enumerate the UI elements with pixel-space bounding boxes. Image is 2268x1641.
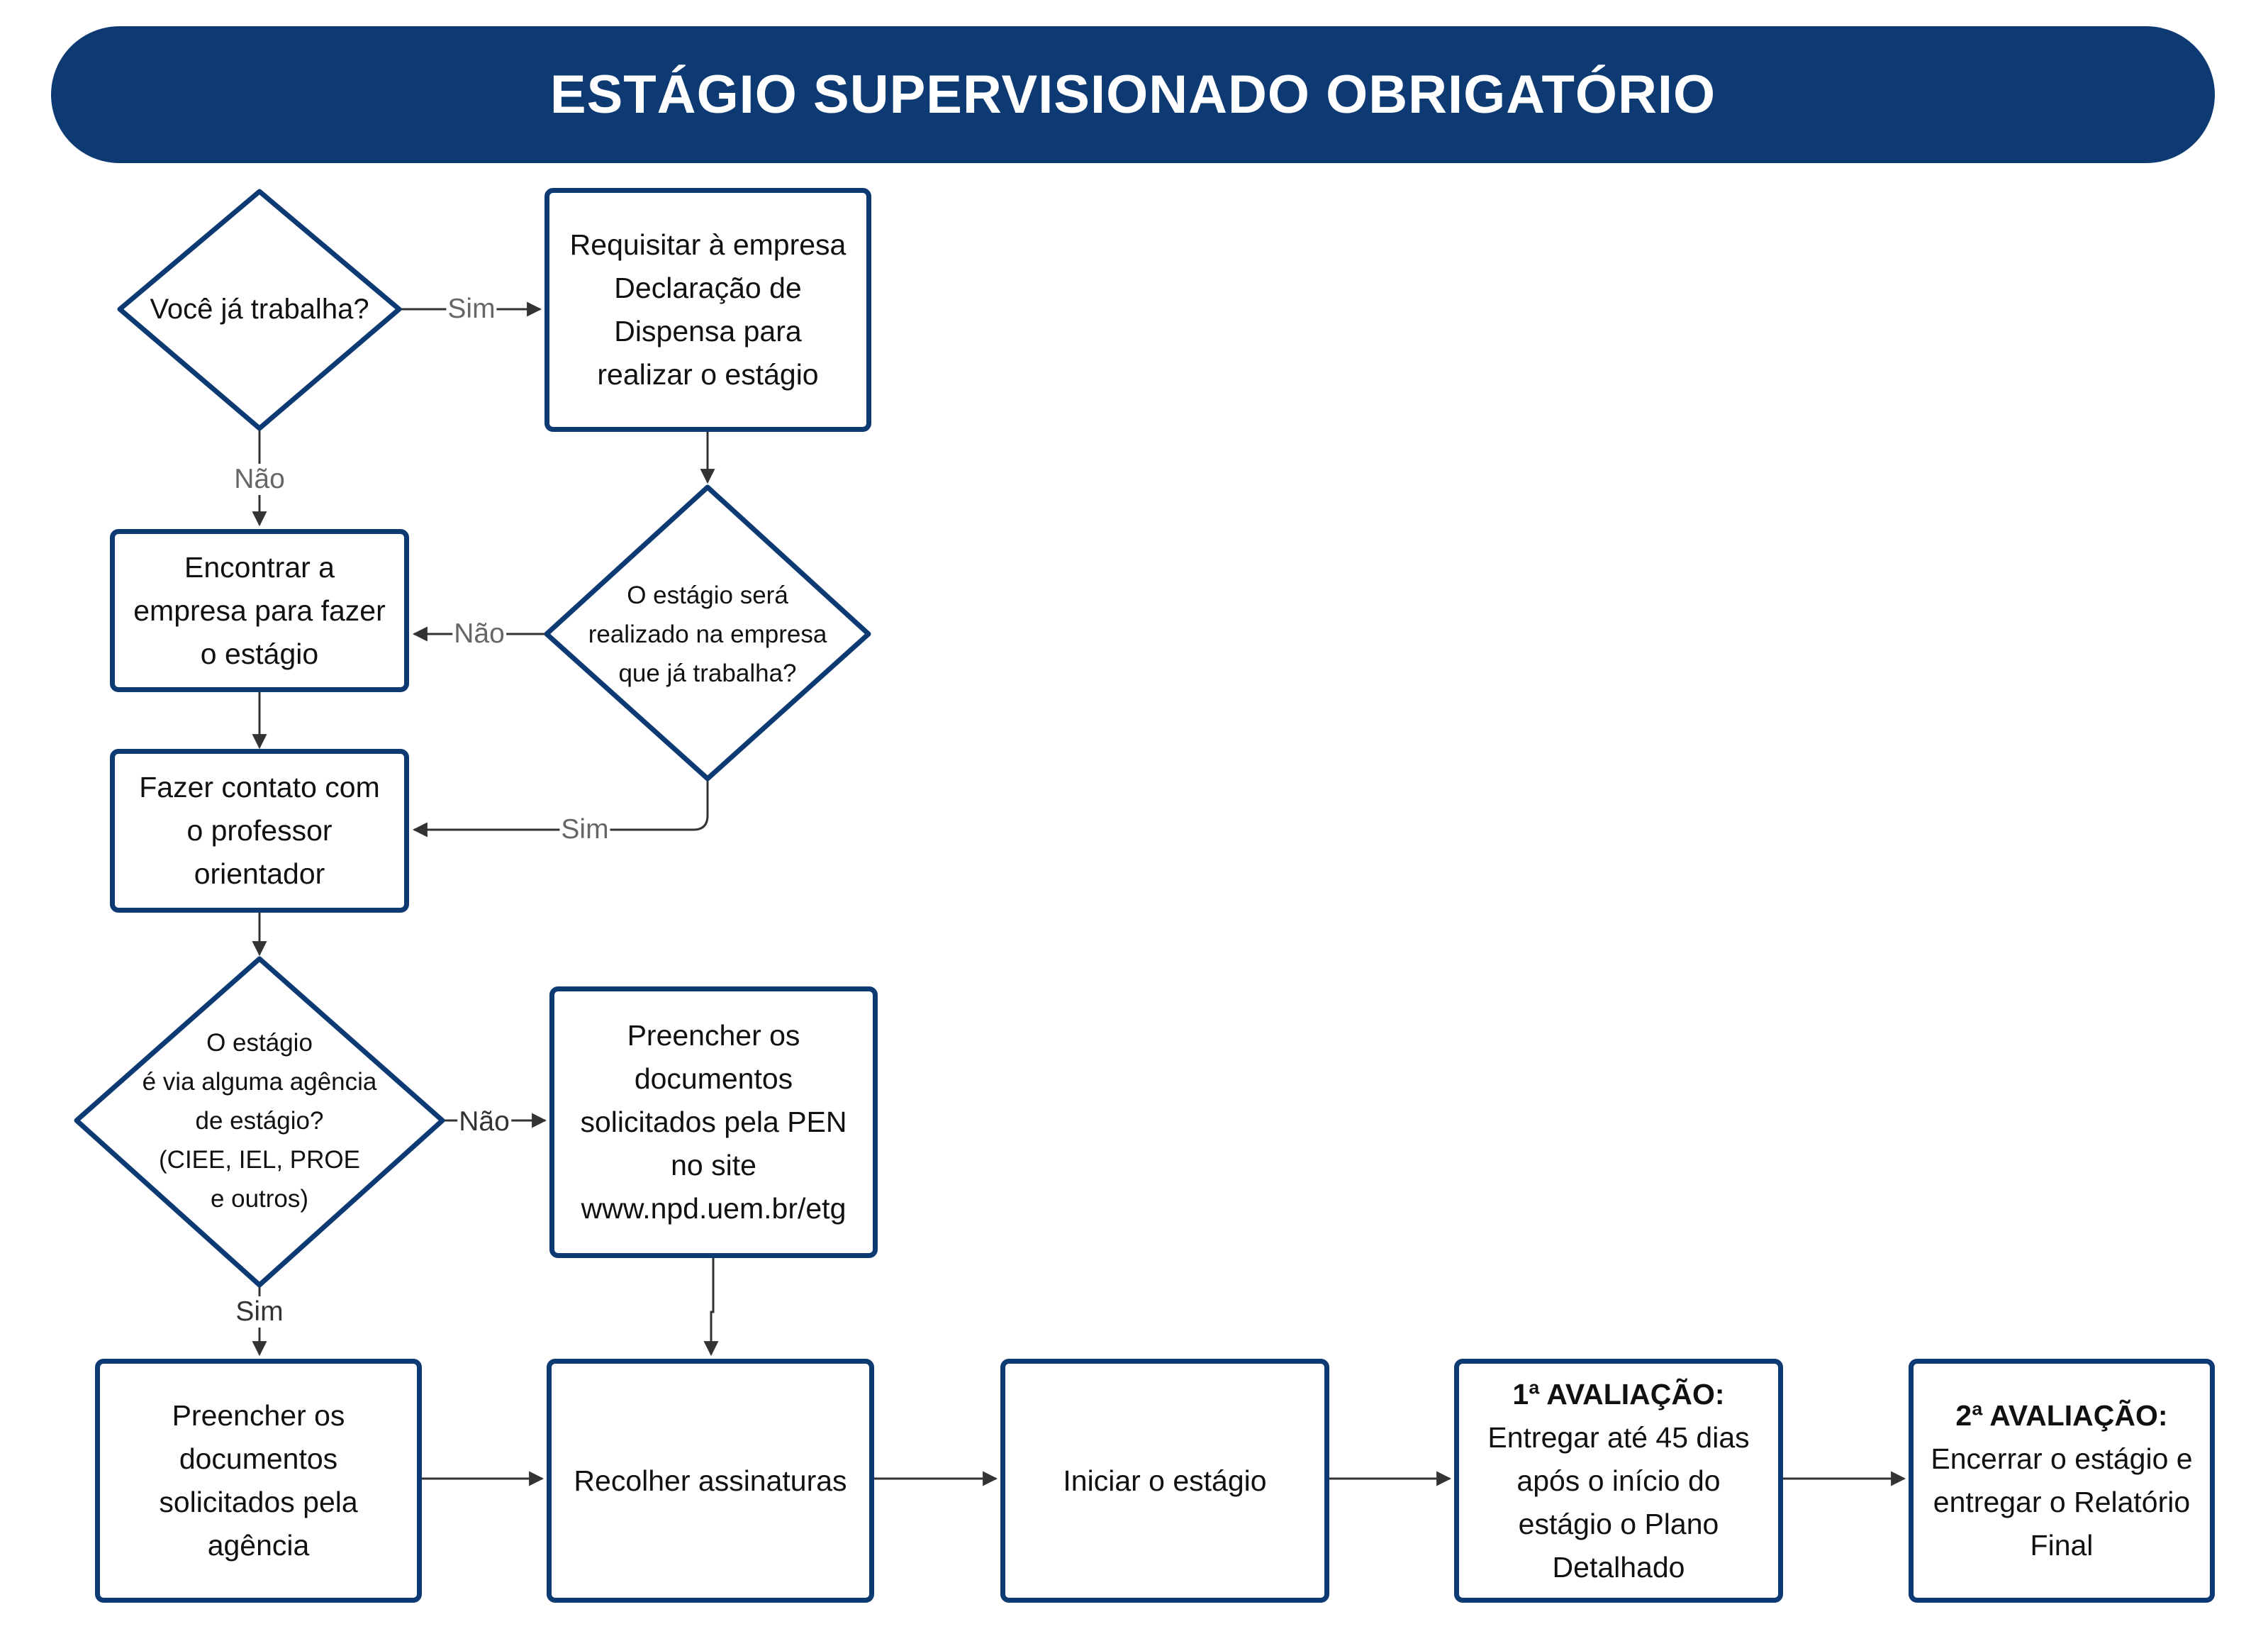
page-title: ESTÁGIO SUPERVISIONADO OBRIGATÓRIO: [51, 26, 2215, 163]
title-text: ESTÁGIO SUPERVISIONADO OBRIGATÓRIO: [549, 65, 1716, 125]
edge-label-sim-2: Sim: [559, 814, 610, 845]
box-avaliacao-1: 1ª AVALIAÇÃO: Entregar até 45 dias após …: [1454, 1359, 1783, 1603]
box-preencher-agencia-text: Preencher os documentos solicitados pela…: [159, 1399, 358, 1562]
decision-shape-agencia: [74, 956, 445, 1288]
box-encontrar-text: Encontrar a empresa para fazer o estágio: [133, 550, 386, 670]
decision-empresa: O estágio será realizado na empresa que …: [566, 563, 849, 705]
decision-shape-empresa: [544, 484, 871, 781]
box-contato-text: Fazer contato com o professor orientador: [139, 771, 380, 890]
box-recolher: Recolher assinaturas: [547, 1359, 874, 1603]
edge-label-sim-1: Sim: [446, 294, 497, 325]
box-recolher-text: Recolher assinaturas: [574, 1464, 847, 1497]
decision-ja-trabalha-text: Você já trabalha?: [150, 294, 369, 325]
box-requisitar: Requisitar à empresa Declaração de Dispe…: [544, 188, 871, 432]
decision-agencia-text: O estágio é via alguma agência de estági…: [142, 1028, 377, 1213]
box-preencher-pen: Preencher os documentos solicitados pela…: [549, 986, 878, 1258]
box-preencher-pen-text: Preencher os documentos solicitados pela…: [580, 1019, 847, 1225]
box-avaliacao-2-text: Encerrar o estágio e entregar o Relatóri…: [1931, 1442, 2193, 1562]
box-iniciar-text: Iniciar o estágio: [1063, 1464, 1267, 1497]
edge-empresa-sim: [412, 779, 709, 838]
edge-pen-recolher: [703, 1258, 719, 1357]
box-avaliacao-2-title: 2ª AVALIAÇÃO:: [1955, 1399, 2168, 1432]
box-avaliacao-1-title: 1ª AVALIAÇÃO:: [1512, 1377, 1725, 1411]
decision-empresa-text: O estágio será realizado na empresa que …: [588, 581, 827, 687]
box-avaliacao-2: 2ª AVALIAÇÃO: Encerrar o estágio e entre…: [1909, 1359, 2215, 1603]
box-encontrar: Encontrar a empresa para fazer o estágio: [110, 529, 409, 692]
box-avaliacao-1-text: Entregar até 45 dias após o início do es…: [1487, 1420, 1750, 1584]
edge-label-nao-2: Não: [452, 618, 506, 650]
edge-label-nao-1: Não: [233, 464, 286, 495]
edge-label-sim-3: Sim: [234, 1296, 285, 1328]
box-contato: Fazer contato com o professor orientador: [110, 749, 409, 913]
decision-agencia: O estágio é via alguma agência de estági…: [96, 1021, 423, 1220]
box-preencher-agencia: Preencher os documentos solicitados pela…: [95, 1359, 422, 1603]
box-requisitar-text: Requisitar à empresa Declaração de Dispe…: [569, 228, 847, 391]
decision-shape-ja-trabalha: [117, 189, 402, 431]
decision-ja-trabalha: Você já trabalha?: [128, 281, 391, 338]
edge-label-nao-3: Não: [457, 1106, 511, 1137]
box-iniciar: Iniciar o estágio: [1000, 1359, 1329, 1603]
